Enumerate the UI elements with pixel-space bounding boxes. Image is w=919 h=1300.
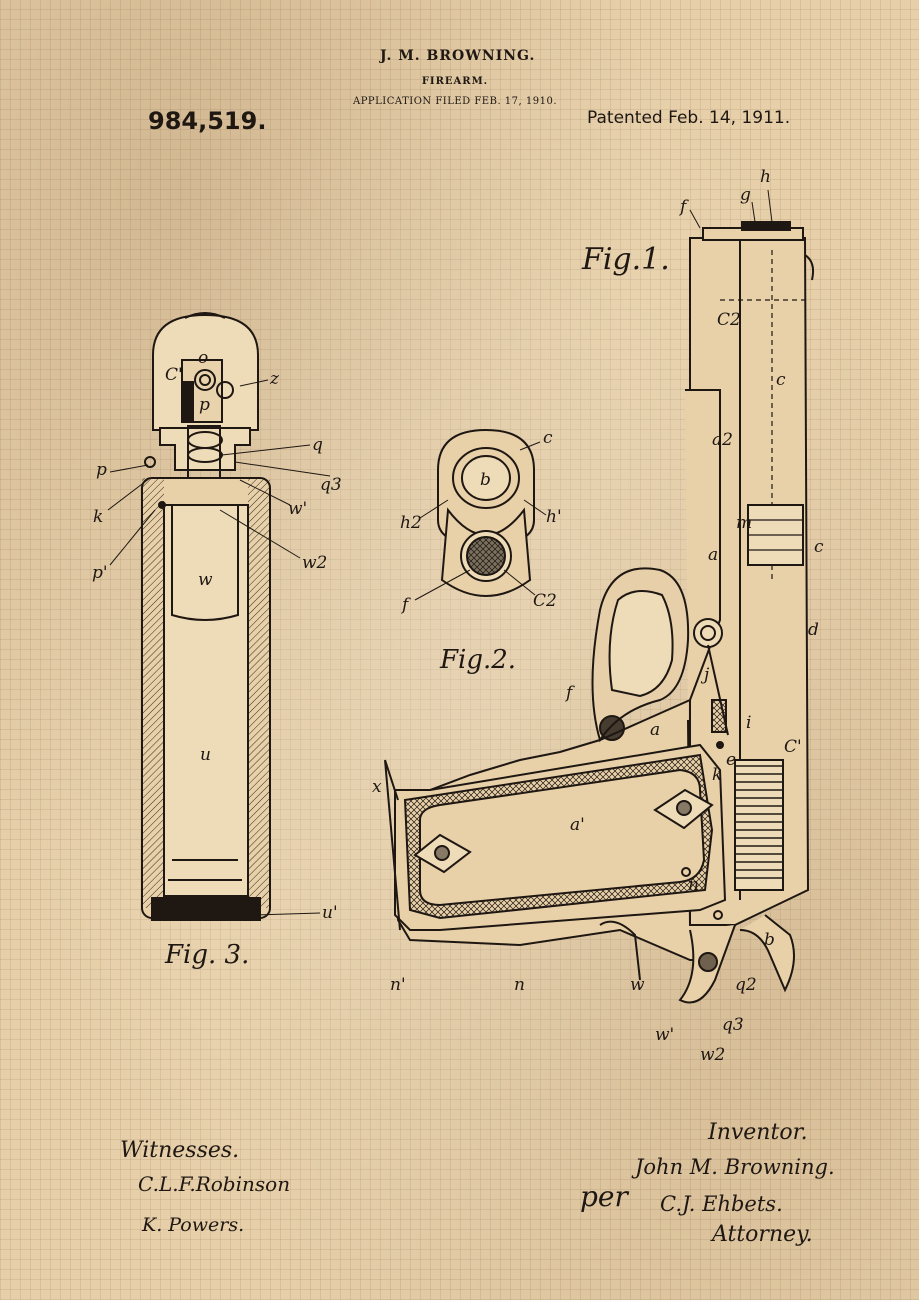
label-c: c <box>543 428 553 448</box>
inventor-label: Inventor. <box>708 1120 808 1145</box>
label-h2: h2 <box>400 513 422 533</box>
attorney-label: Attorney. <box>712 1222 813 1247</box>
witness-signature-2: K. Powers. <box>142 1214 245 1236</box>
label-a-frame: a <box>708 545 718 565</box>
patent-number: 984,519. <box>148 107 267 135</box>
label-f-pin: f <box>564 683 575 703</box>
label-a-prime: a' <box>570 815 585 835</box>
label-n-grip: n <box>688 875 699 895</box>
label-h-prime: h' <box>546 507 562 527</box>
label-f: f <box>400 595 411 615</box>
label-o: o <box>198 348 208 368</box>
label-i: i <box>746 713 751 733</box>
figure-2-leaders <box>414 441 547 601</box>
witness-signature-1: C.L.F.Robinson <box>138 1172 291 1196</box>
label-m: m <box>736 513 752 533</box>
figure-3-drawing <box>141 312 271 921</box>
label-a-lower: a <box>650 720 660 740</box>
label-w-prime-fig1: w' <box>655 1025 674 1045</box>
label-n-prime: n' <box>390 975 406 995</box>
label-u-prime: u' <box>322 903 338 923</box>
label-k: k <box>93 507 103 527</box>
figure-3-leaders <box>107 379 331 916</box>
label-w-prime: w' <box>288 499 307 519</box>
label-c-prime-fig1: C' <box>784 737 802 757</box>
figure-2-drawing <box>437 428 535 597</box>
label-f-top: f <box>678 197 689 217</box>
figure-3-labels: C' o p z q q3 p k w' w2 p' w u u' <box>92 348 342 923</box>
figure-3-caption: Fig. 3. <box>165 940 250 970</box>
label-e: e <box>726 750 736 770</box>
label-w: w <box>198 570 213 590</box>
figure-1-leaders <box>689 189 773 526</box>
label-q3: q3 <box>320 475 342 495</box>
figure-2-caption: Fig.2. <box>440 645 517 675</box>
label-c2-fig1: C2 <box>717 310 741 330</box>
figure-1-labels: f g h C2 c a2 m c a d f a b C' x a' n n'… <box>372 167 824 1065</box>
label-w-fig1: w <box>630 975 645 995</box>
label-u: u <box>200 745 211 765</box>
figure-2-labels: c b h2 h' f C2 <box>400 428 562 615</box>
label-p-side: p <box>96 460 107 480</box>
label-a2: a2 <box>712 430 733 450</box>
label-p: p <box>199 395 210 415</box>
label-c2: C2 <box>533 591 557 611</box>
label-q2: q2 <box>735 975 757 995</box>
per-label: per <box>580 1180 628 1213</box>
label-x: x <box>372 777 382 797</box>
label-c-slide: c <box>776 370 786 390</box>
label-q: q <box>312 435 323 455</box>
label-d: d <box>808 620 819 640</box>
figure-1-caption: Fig.1. <box>582 242 670 277</box>
label-h: h <box>760 167 771 187</box>
label-c-prime: C' <box>165 365 183 385</box>
label-n: n <box>514 975 525 995</box>
label-w2-fig1: w2 <box>700 1045 725 1065</box>
patent-date: Patented Feb. 14, 1911. <box>587 108 791 128</box>
inventor-name: J. M. BROWNING. <box>380 48 536 64</box>
label-q3-fig1: q3 <box>722 1015 744 1035</box>
label-z: z <box>269 369 280 389</box>
label-b-hammer: b <box>764 930 775 950</box>
label-p-prime: p' <box>92 563 108 583</box>
inventor-signature: John M. Browning. <box>635 1155 835 1179</box>
label-j: j <box>700 665 710 685</box>
witnesses-label: Witnesses. <box>120 1138 240 1163</box>
label-k-fig1: k <box>712 765 722 785</box>
application-filed: APPLICATION FILED FEB. 17, 1910. <box>352 96 558 107</box>
figure-1-drawing <box>384 221 815 1004</box>
label-b: b <box>480 470 491 490</box>
label-g: g <box>740 185 751 205</box>
label-w2: w2 <box>302 553 327 573</box>
label-c-right: c <box>814 537 824 557</box>
attorney-signature: C.J. Ehbets. <box>660 1192 783 1216</box>
invention-title: FIREARM. <box>421 76 489 87</box>
